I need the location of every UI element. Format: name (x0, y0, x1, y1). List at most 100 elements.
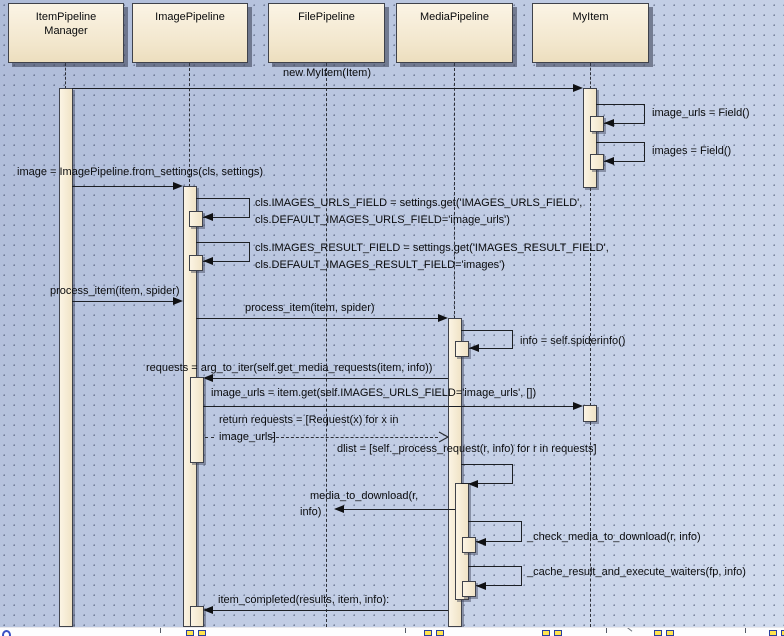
label-line: image_urls] (219, 431, 276, 443)
lifeline-item-pipeline-manager (65, 63, 66, 89)
actor-media-pipeline[interactable]: MediaPipeline (396, 3, 513, 63)
activation-item-pipeline-manager[interactable] (59, 88, 73, 627)
message-label[interactable]: item_completed(results, item, info): (218, 594, 390, 606)
activation-image-pipeline-nested[interactable] (190, 377, 204, 463)
cutoff-fragment (606, 628, 607, 633)
bottom-panel-cutoff (0, 627, 784, 636)
label-line: return requests = [Request(x) for x in (219, 414, 399, 426)
arrowhead-icon (203, 213, 213, 221)
model-node-icon (424, 630, 432, 636)
self-call-loop[interactable] (196, 242, 250, 262)
model-node-icon (186, 630, 194, 636)
actor-myitem[interactable]: MyItem (532, 3, 649, 63)
arrowhead-icon (203, 374, 213, 382)
self-call-loop[interactable] (461, 330, 513, 349)
nested-activation-box[interactable] (189, 255, 203, 271)
activation-image-pipeline-nested[interactable] (190, 606, 204, 627)
message-line[interactable] (344, 509, 455, 510)
message-label[interactable]: image_urls = Field() (652, 107, 750, 119)
message-label[interactable]: image_urls = item.get(self.IMAGES_URLS_F… (211, 387, 537, 399)
activation-myitem[interactable] (583, 88, 597, 188)
message-label[interactable]: media_to_download(r, (310, 488, 418, 505)
arrowhead-icon (438, 314, 448, 322)
message-label[interactable]: cls.IMAGES_RESULT_FIELD = settings.get('… (255, 240, 609, 274)
label-line: cls.IMAGES_RESULT_FIELD = settings.get('… (255, 242, 609, 254)
arrowhead-icon (173, 297, 183, 305)
message-label[interactable]: process_item(item, spider) (50, 285, 180, 297)
label-line: cls.DEFAULT_IMAGES_RESULT_FIELD='images'… (255, 259, 505, 271)
cutoff-fragment (160, 628, 161, 633)
message-line[interactable] (196, 318, 439, 319)
return-line[interactable] (271, 437, 438, 438)
actor-image-pipeline[interactable]: ImagePipeline (132, 3, 248, 63)
open-arrowhead-icon (438, 431, 449, 443)
message-label[interactable]: requests = arg_to_iter(self.get_media_re… (146, 362, 433, 374)
message-label[interactable]: cls.IMAGES_URLS_FIELD = settings.get('IM… (255, 195, 582, 229)
actor-label: FilePipeline (298, 11, 355, 23)
actor-label: MediaPipeline (419, 11, 490, 23)
self-call-loop[interactable] (596, 104, 645, 124)
message-label[interactable]: info = self.spiderinfo() (520, 335, 626, 347)
message-label[interactable]: dlist = [self._process_request(r, info) … (337, 443, 597, 455)
actor-file-pipeline[interactable]: FilePipeline (268, 3, 385, 63)
arrowhead-icon (476, 538, 486, 546)
message-line[interactable] (203, 406, 574, 407)
message-label[interactable]: process_item(item, spider) (245, 302, 375, 314)
model-node-icon (198, 630, 206, 636)
nested-activation-box[interactable] (189, 211, 203, 227)
message-line[interactable] (72, 301, 174, 302)
self-call-loop[interactable] (468, 566, 522, 586)
nested-activation-box[interactable] (590, 154, 604, 170)
message-line[interactable] (72, 88, 574, 89)
nested-activation-box[interactable] (462, 581, 476, 597)
label-line: cls.DEFAULT_IMAGES_URLS_FIELD='image_url… (255, 214, 510, 226)
nested-activation-box[interactable] (583, 405, 597, 422)
label-line: info) (300, 506, 322, 518)
lifeline-myitem (590, 422, 591, 627)
model-node-icon (654, 630, 662, 636)
message-label[interactable]: info) (300, 504, 321, 521)
self-call-loop[interactable] (196, 198, 250, 218)
lifeline-image-pipeline (189, 63, 190, 187)
label-line: cls.IMAGES_URLS_FIELD = settings.get('IM… (255, 197, 583, 209)
model-node-icon (436, 630, 444, 636)
nested-activation-box[interactable] (455, 341, 469, 357)
arrowhead-icon (468, 480, 478, 488)
actor-label: MyItem (572, 11, 609, 23)
return-line[interactable] (205, 437, 214, 438)
self-call-loop[interactable] (468, 521, 522, 542)
message-label[interactable]: image = ImagePipeline.from_settings(cls,… (17, 166, 264, 178)
cutoff-fragment (405, 628, 406, 633)
message-label[interactable]: _cache_result_and_execute_waiters(fp, in… (527, 566, 746, 578)
arrowhead-icon (334, 505, 344, 513)
arrowhead-icon (469, 344, 479, 352)
cutoff-fragment (624, 628, 633, 632)
lifeline-media-pipeline (454, 63, 455, 319)
nested-activation-box[interactable] (590, 116, 604, 132)
lifeline-file-pipeline (326, 63, 327, 627)
message-label[interactable]: images = Field() (652, 145, 732, 157)
actor-label: ItemPipeline Manager (35, 11, 97, 37)
message-label[interactable]: _check_media_to_download(r, info) (527, 531, 701, 543)
message-line[interactable] (213, 610, 448, 611)
partial-letter-icon (2, 630, 11, 636)
message-line[interactable] (213, 378, 448, 379)
arrowhead-icon (604, 119, 614, 127)
lifeline-myitem (590, 188, 591, 406)
arrowhead-icon (573, 402, 583, 410)
message-label[interactable]: new MyItem(Item) (282, 67, 371, 79)
actor-item-pipeline-manager[interactable]: ItemPipeline Manager (8, 3, 124, 63)
message-label[interactable]: return requests = [Request(x) for x in im… (219, 412, 398, 446)
model-node-icon (769, 630, 777, 636)
arrowhead-icon (476, 582, 486, 590)
self-call-loop[interactable] (461, 464, 513, 484)
arrowhead-icon (203, 606, 213, 614)
label-line: media_to_download(r, (310, 490, 419, 502)
self-call-loop[interactable] (596, 142, 645, 162)
arrowhead-icon (173, 182, 183, 190)
message-line[interactable] (72, 186, 174, 187)
nested-activation-box[interactable] (462, 537, 476, 553)
arrowhead-icon (573, 84, 583, 92)
